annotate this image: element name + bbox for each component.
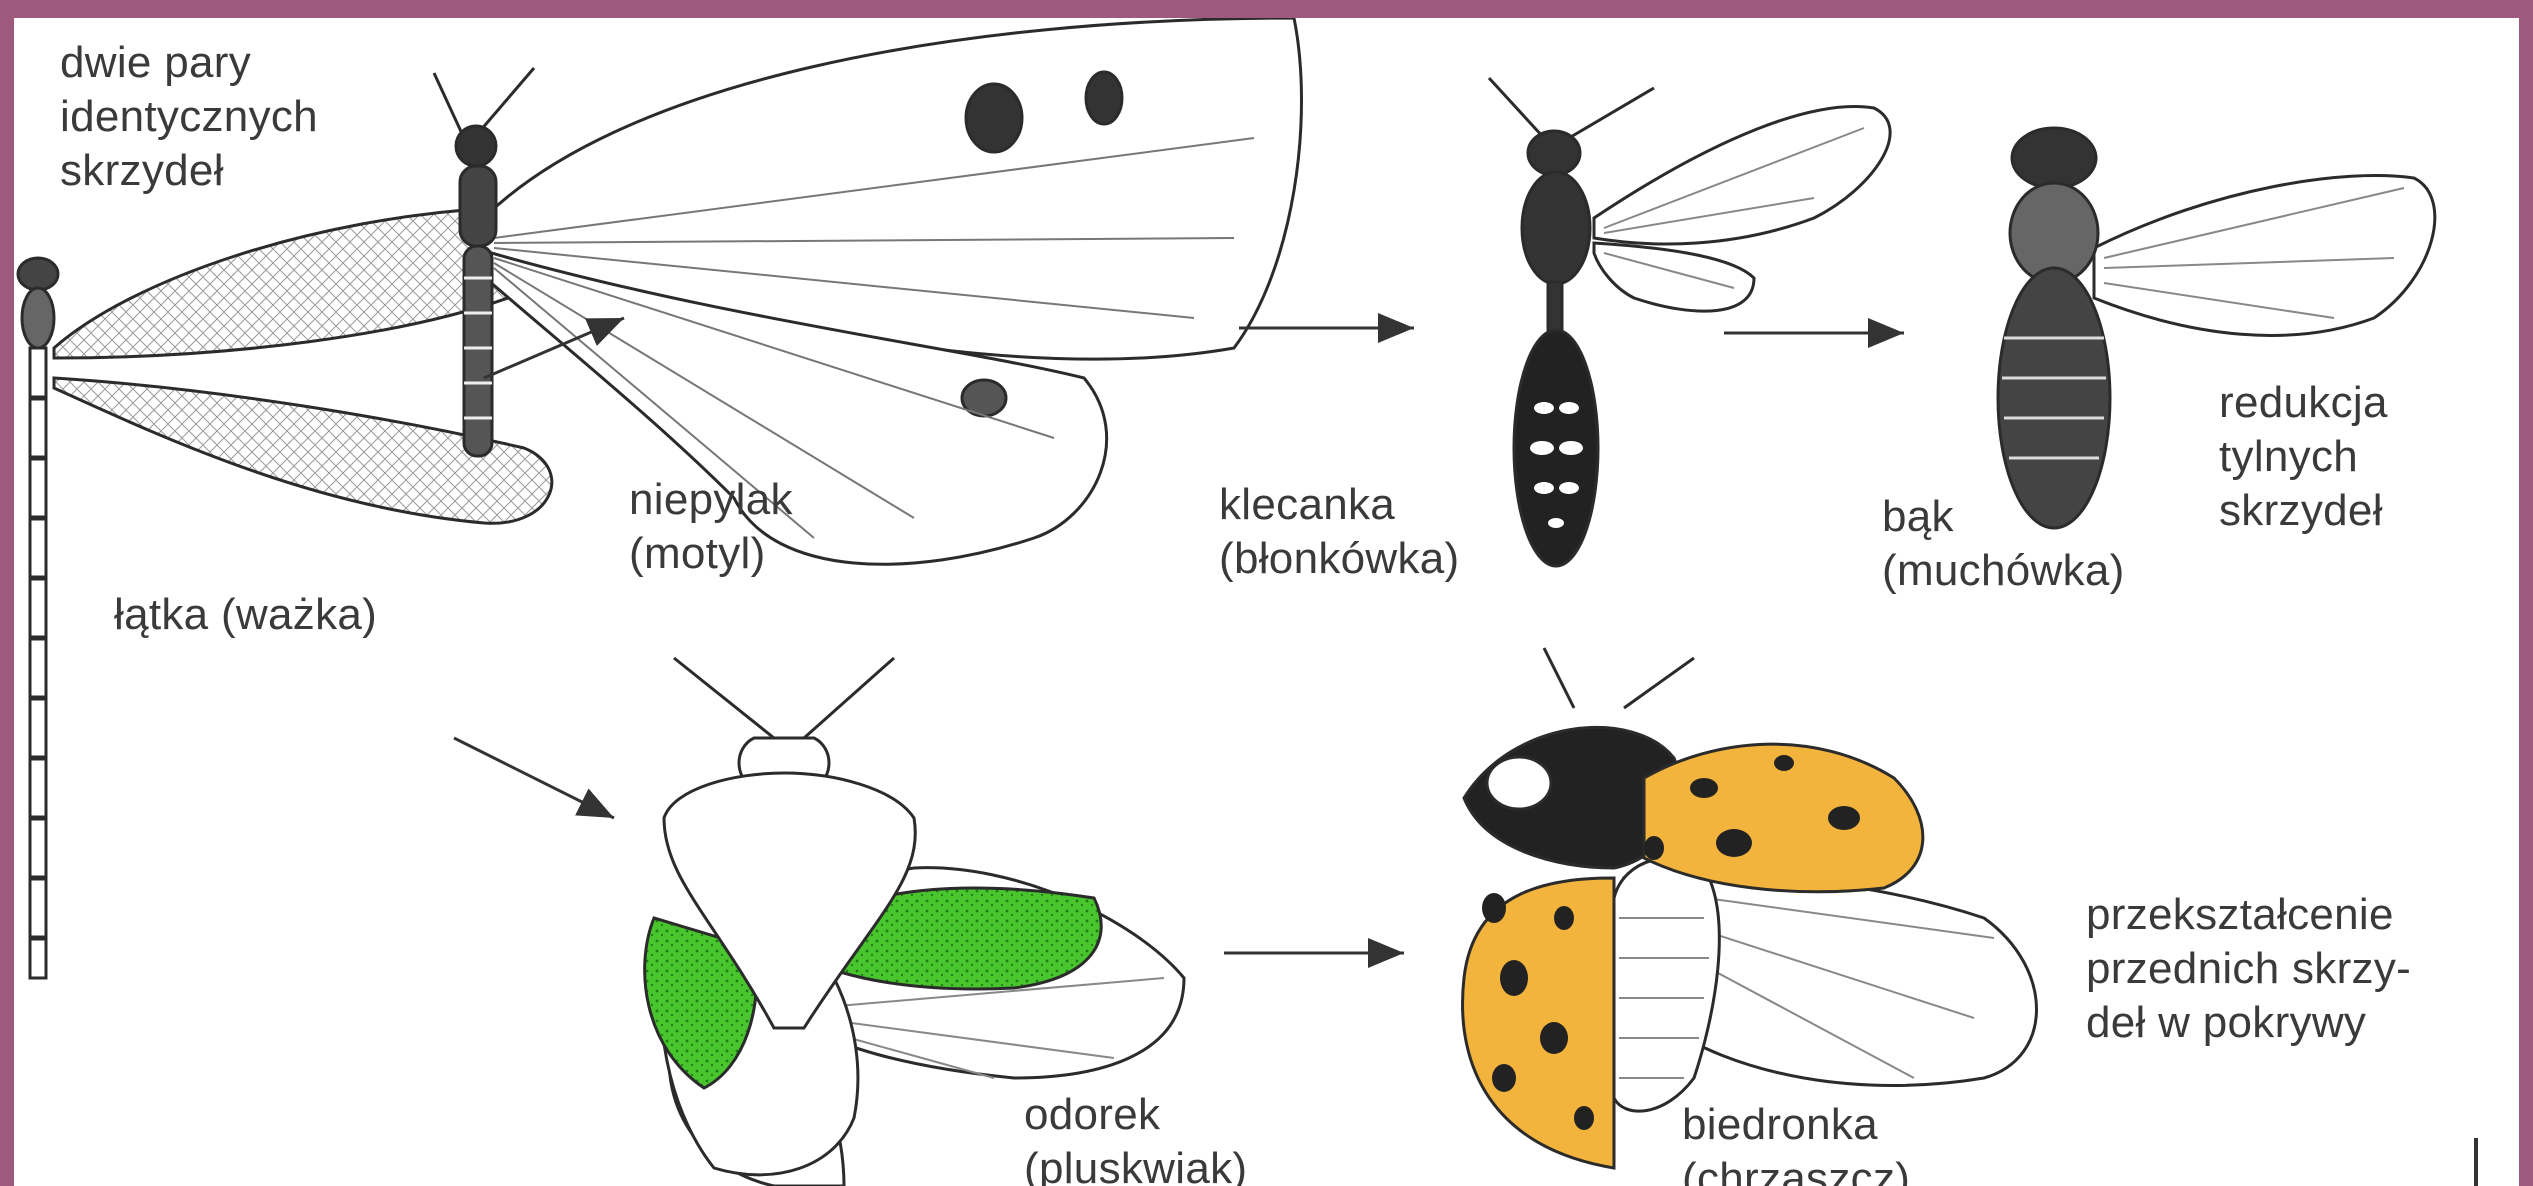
ladybird-drawing [1463, 648, 2037, 1168]
arrow-dragonfly-to-bug [454, 738, 614, 818]
label-shield-bug: odorek (pluskwiak) [1024, 1088, 1247, 1186]
label-dragonfly: łątka (ważka) [114, 588, 377, 642]
label-fly: bąk (muchówka) [1882, 490, 2125, 598]
label-wasp: klecanka (błonkówka) [1219, 478, 1460, 586]
diagram-panel: dwie pary identycznych skrzydeł łątka (w… [14, 18, 2519, 1186]
label-butterfly: niepylak (motyl) [629, 473, 793, 581]
butterfly-drawing [434, 18, 1302, 564]
label-ladybird: biedronka (chrząszcz) [1682, 1098, 1910, 1186]
label-hindwing-reduction: redukcja tylnych skrzydeł [2219, 376, 2388, 538]
label-two-pairs-identical-wings: dwie pary identycznych skrzydeł [60, 36, 318, 198]
label-forewing-transformation: przekształcenie przednich skrzy- deł w p… [2086, 888, 2411, 1050]
wasp-drawing [1489, 78, 1890, 566]
